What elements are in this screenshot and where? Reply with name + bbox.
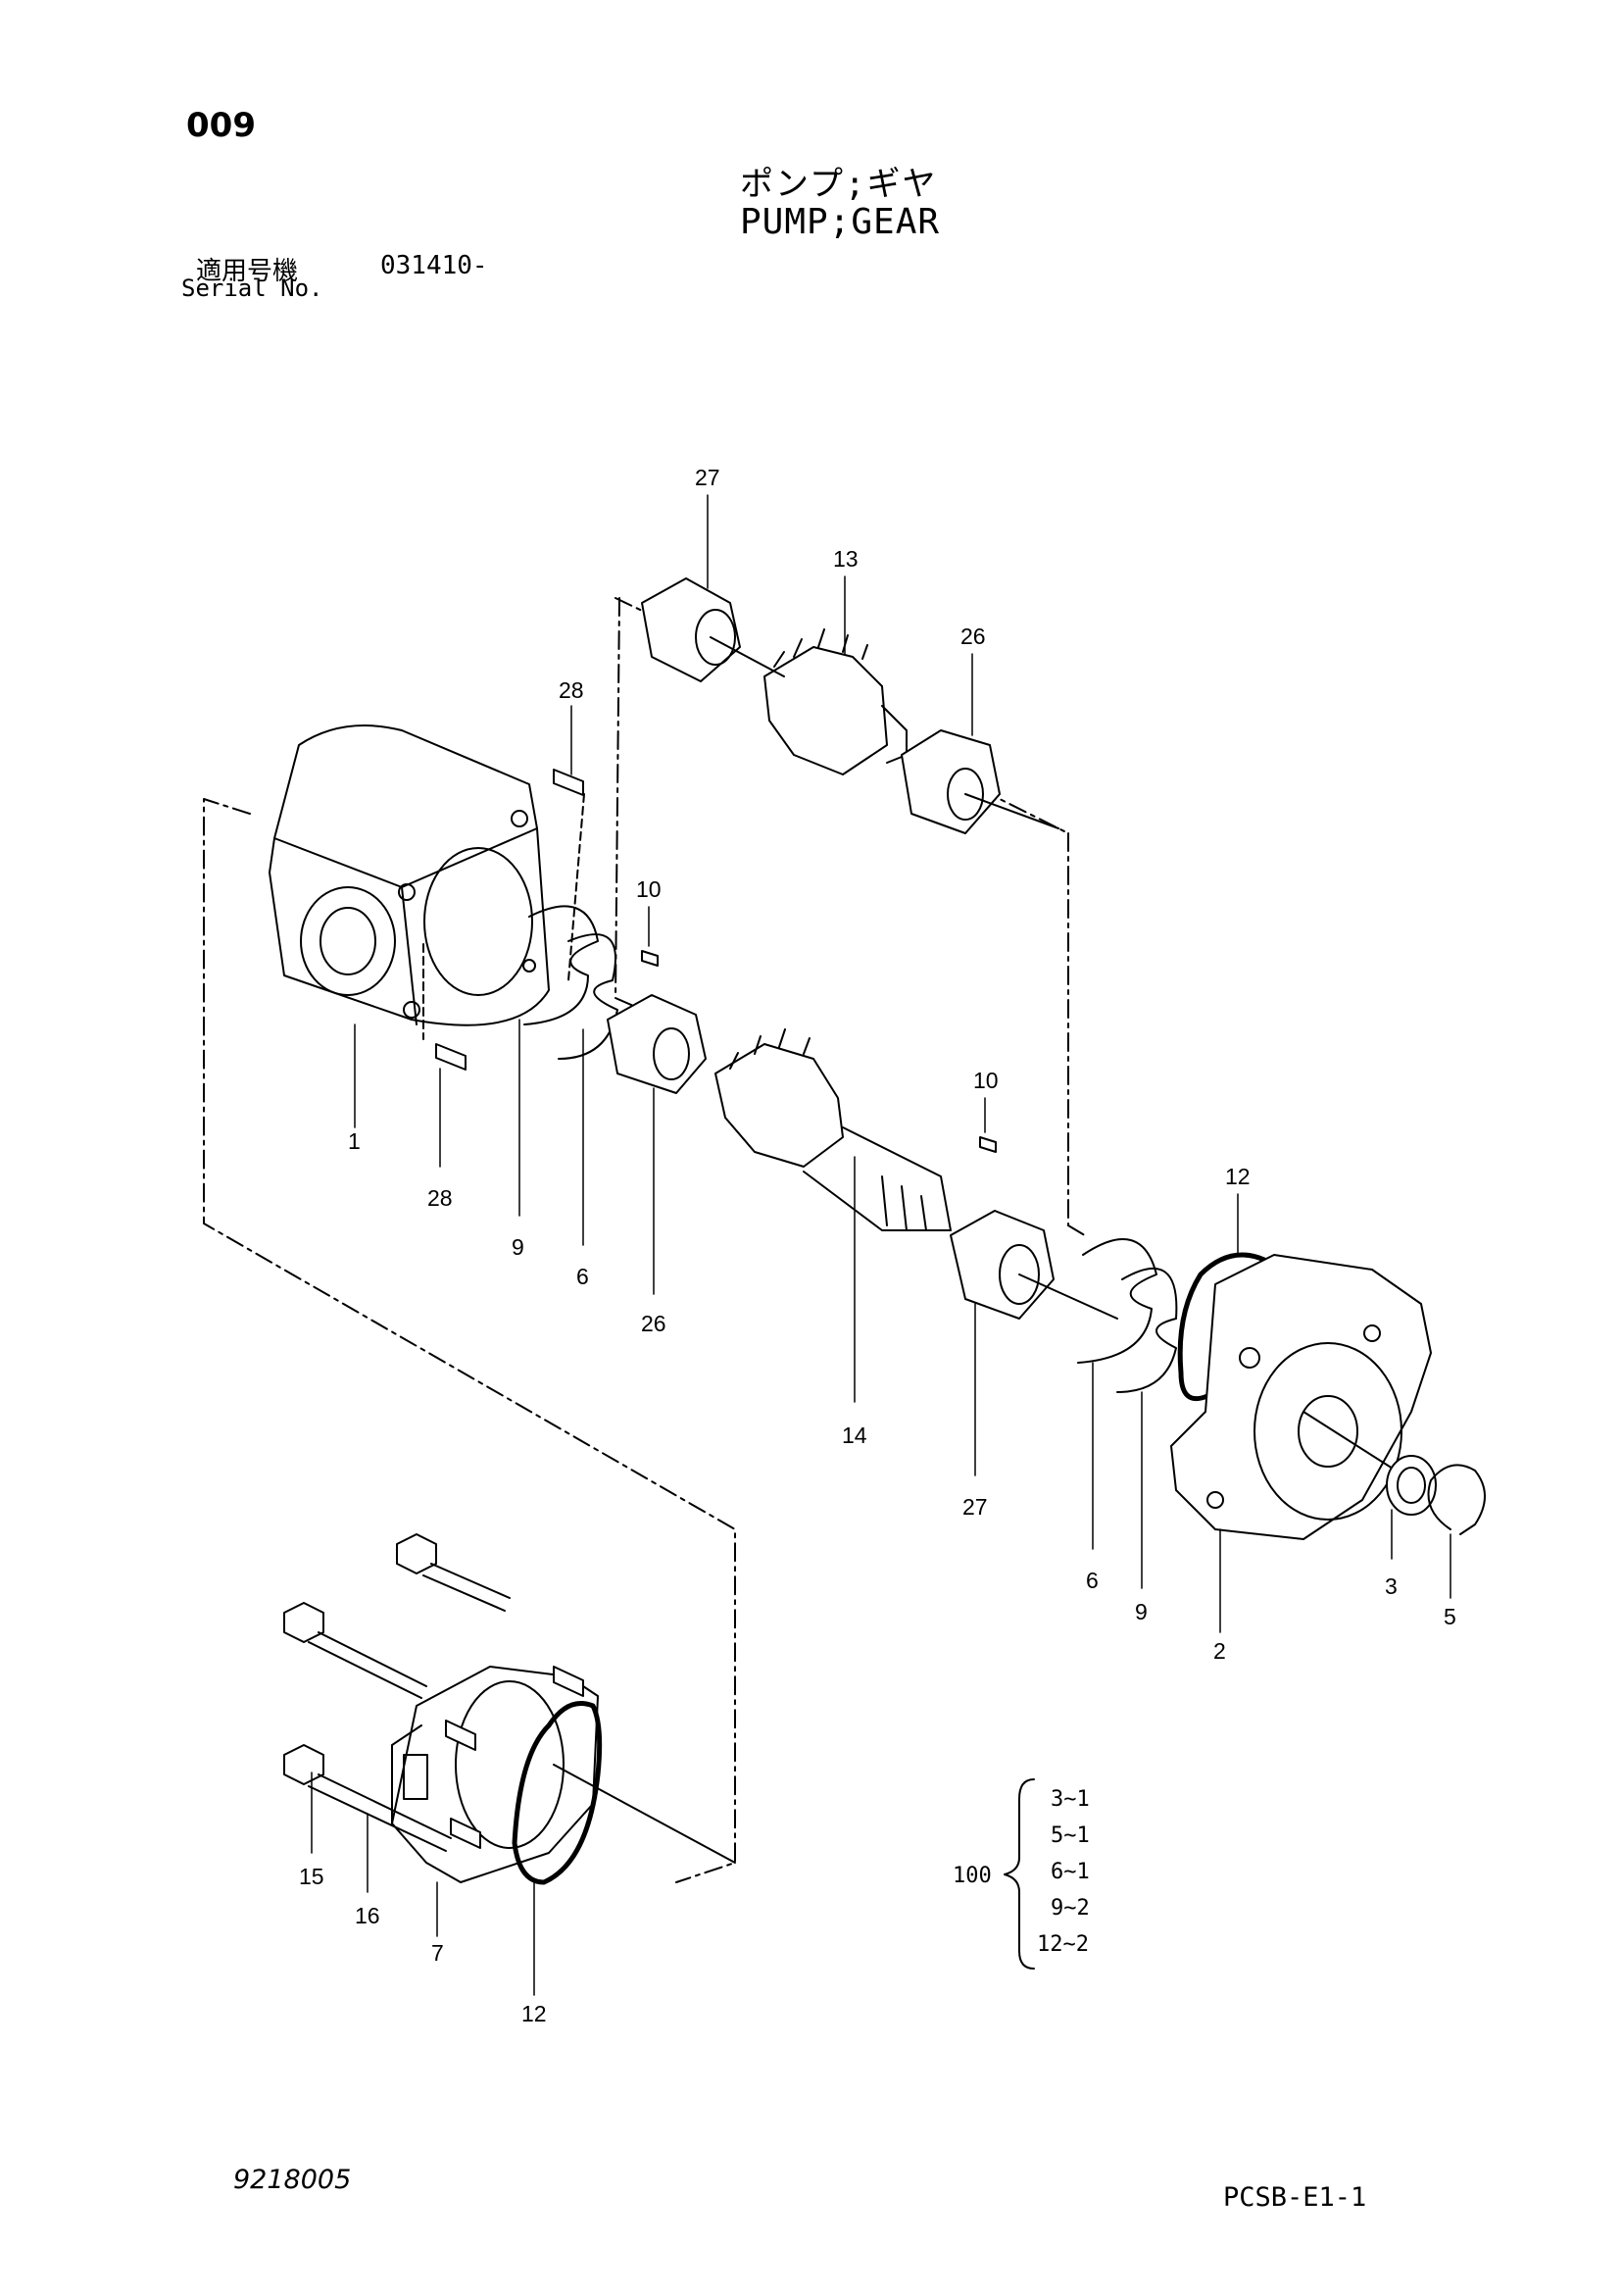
o-ring-12-lower (512, 1701, 736, 1885)
page-number: 009 (186, 106, 256, 145)
kit-item-1: 3~1 (1051, 1787, 1090, 1812)
callout-1: 1 (348, 1128, 361, 1154)
callout-27: 27 (962, 1494, 988, 1520)
page-code: PCSB-E1-1 (1223, 2182, 1367, 2213)
callout-9: 9 (1135, 1599, 1148, 1624)
leader-lines (311, 494, 1451, 1996)
kit-item-3: 6~1 (1051, 1860, 1090, 1884)
callout-3: 3 (1385, 1573, 1398, 1599)
callout-16: 16 (355, 1903, 380, 1928)
driven-shaft-14 (714, 1028, 952, 1231)
bushing-27-upper (641, 577, 741, 682)
repair-kit-100: 100 3~1 5~1 6~1 9~2 12~2 (953, 1778, 1090, 1970)
serial-number-value: 031410- (380, 251, 488, 280)
callout-10: 10 (636, 876, 662, 902)
serial-label-english: Serial No. (181, 275, 323, 302)
seal-6-left (558, 933, 618, 1060)
callout-10: 10 (973, 1068, 999, 1093)
snap-ring-5 (1427, 1464, 1486, 1535)
stud-bolts (445, 1666, 584, 1849)
key-10-right (979, 1136, 997, 1153)
seal-6-right (1077, 1238, 1157, 1364)
kit-item-5: 12~2 (1037, 1932, 1089, 1957)
dowel-pin-upper (553, 769, 585, 981)
serial-label-japanese: 適用号機 (196, 257, 299, 286)
callout-6: 6 (576, 1264, 589, 1289)
seal-9-right (1116, 1268, 1178, 1393)
kit-item-2: 5~1 (1051, 1823, 1090, 1848)
callout-26: 26 (960, 624, 986, 649)
kit-item-4: 9~2 (1051, 1896, 1090, 1921)
oil-seal-3 (1386, 1455, 1437, 1516)
callout-14: 14 (842, 1423, 867, 1448)
drawing-number: 9218005 (233, 2165, 352, 2195)
seal-9-left (523, 905, 599, 1025)
pump-body (269, 724, 550, 1026)
callout-labels: 27 13 26 28 10 1 28 9 6 26 10 12 14 27 6… (299, 465, 1456, 2026)
dowel-pin-lower (422, 943, 467, 1071)
bushing-26-upper (901, 729, 1059, 834)
callout-26: 26 (641, 1311, 666, 1336)
title-japanese: ポンプ;ギヤ (740, 165, 938, 204)
title-english: PUMP;GEAR (740, 202, 941, 242)
o-ring-12-right (1177, 1252, 1267, 1402)
kit-number: 100 (953, 1864, 992, 1888)
callout-6: 6 (1086, 1568, 1099, 1593)
bushing-26-lower (607, 994, 707, 1094)
callout-12: 12 (1225, 1164, 1251, 1189)
flange-7 (391, 1666, 599, 1883)
callout-27: 27 (695, 465, 720, 490)
callout-2: 2 (1213, 1638, 1226, 1664)
callout-12: 12 (521, 2001, 547, 2026)
callout-5: 5 (1444, 1604, 1456, 1629)
drive-gear-13 (710, 628, 908, 775)
callout-7: 7 (431, 1940, 444, 1966)
bolt-16 (283, 1602, 452, 1852)
callout-13: 13 (833, 546, 859, 572)
bolt-15 (396, 1533, 511, 1612)
callout-9: 9 (512, 1234, 524, 1260)
callout-28: 28 (427, 1185, 453, 1211)
bushing-27-lower (950, 1210, 1118, 1320)
callout-28: 28 (559, 677, 584, 703)
key-10-left (641, 950, 659, 967)
callout-15: 15 (299, 1864, 324, 1889)
